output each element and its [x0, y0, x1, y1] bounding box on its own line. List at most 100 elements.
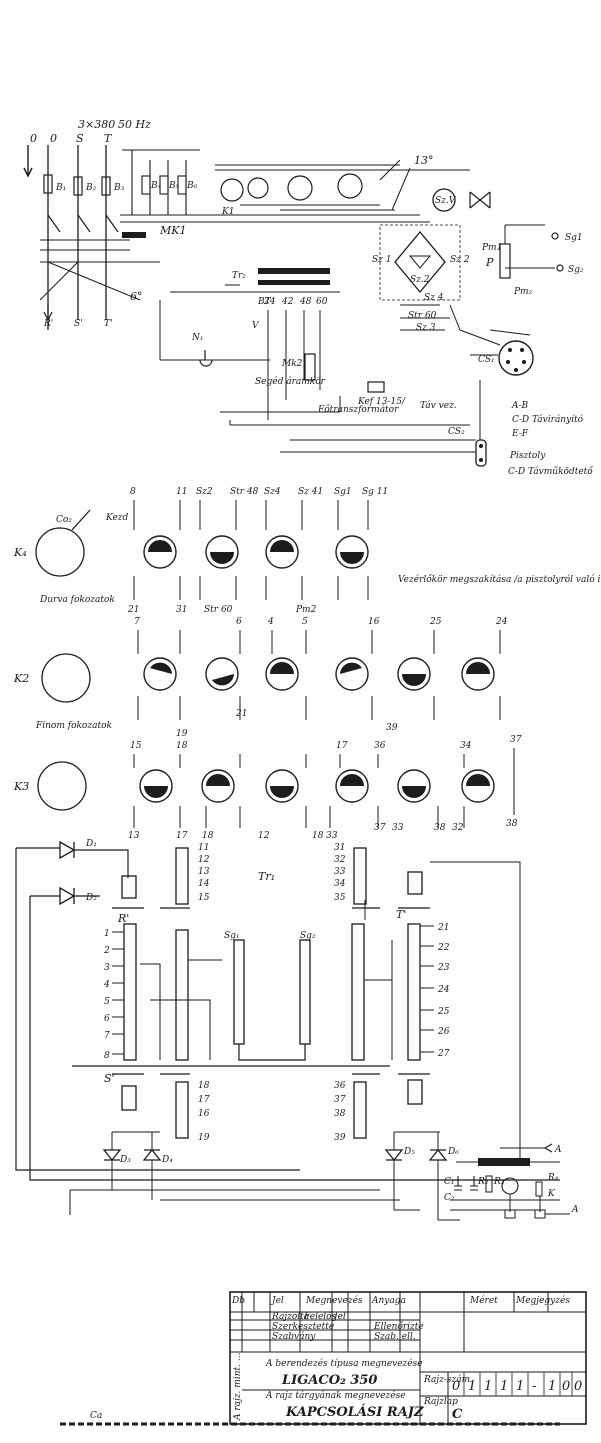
row3-bot-17: 17 [176, 831, 188, 841]
cs2-note-gun: Pisztoly [509, 451, 546, 461]
br-38: 38 [334, 1109, 346, 1119]
row1-top-sz2: Sz2 [196, 487, 213, 497]
terminal-60: 60 [316, 297, 328, 307]
strip-s-label: S' [104, 1072, 115, 1085]
input-arrow-icon [23, 145, 33, 178]
p-label: P [485, 256, 494, 269]
cam-switch-icon [461, 769, 495, 803]
terminal-strip-icon [351, 923, 365, 1061]
row1-top-sg11: Sg 11 [362, 487, 388, 497]
buzzer-icon [199, 350, 213, 367]
terminal-strip-t [407, 923, 421, 1061]
terminal-strip-icon [353, 1081, 367, 1139]
gas-valve-label: Sz.V [435, 196, 457, 206]
diode-icon [142, 1148, 162, 1161]
terminal-42: 42 [281, 297, 294, 307]
diode-icon [428, 1148, 448, 1161]
rt-33: 33 [334, 867, 346, 877]
diode-label-d6: D₆ [447, 1147, 459, 1157]
cam-switch-icon [265, 769, 299, 803]
row1-bot-pm2: Pm2 [295, 605, 317, 615]
tr1-top-13: 13 [198, 867, 210, 877]
control-break-note: Vezérlőkör megszakítása /a pisztolyról v… [398, 574, 601, 585]
resistor-icon [485, 1175, 493, 1193]
pm1-label: Pm1 [481, 243, 502, 253]
cs1-label: CS₁ [478, 355, 495, 365]
connector-cs2-icon [475, 439, 487, 467]
cam-switch-icon [397, 657, 431, 691]
k2-caption: Finom fokozatok [35, 721, 112, 731]
k-label: K [547, 1189, 556, 1199]
strip-r-label: R' [117, 912, 129, 925]
sz4-label: Sz 4 [424, 293, 444, 303]
supply-frequency: 50 Hz [118, 118, 151, 131]
cam-switch-icon [397, 769, 431, 803]
k2-knob-icon [41, 653, 91, 703]
tb-head-note: Megjegyzés [515, 1295, 570, 1306]
bl-18: 18 [198, 1081, 210, 1091]
title-block: Db Jel Megnevezés Anyaga Méret Megjegyzé… [60, 1291, 587, 1426]
k4-caption: Durva fokozatok [39, 595, 115, 605]
cam-switch-icon [143, 657, 177, 691]
phase-label-0b: 0 [50, 132, 57, 145]
strip-right-21: 21 [437, 923, 449, 933]
shunt-resistor-icon [478, 1158, 530, 1166]
row1-top-str48: Str 48 [230, 487, 259, 497]
corner-mark: Ca [90, 1411, 102, 1421]
tr1-top-11: 11 [198, 843, 209, 853]
terminal-strip-sg1 [233, 939, 245, 1045]
supply-section: 0 0 S T 3×380 50 Hz B₁ B₂ B₃ 6° R' S' T'… [23, 118, 430, 330]
tb-head-db: Db [231, 1296, 245, 1306]
tb-mark-1: Jel [332, 1312, 346, 1322]
fuse-label-b1: B₁ [55, 183, 66, 193]
strip-right-24: 24 [437, 985, 450, 995]
tb-head-jel: Jel [270, 1296, 284, 1306]
row1-top-8: 8 [130, 487, 136, 497]
supply-voltage: 3×380 [78, 118, 115, 131]
drawing-no-6: 1 [548, 1379, 556, 1394]
n1-label: N₁ [191, 333, 203, 343]
cam-switch-icon [335, 657, 369, 691]
rt-35: 35 [334, 893, 346, 903]
row1-top-11: 11 [176, 487, 187, 497]
drawing-no-4: 1 [516, 1379, 524, 1394]
strip-left-6: 6 [104, 1014, 110, 1024]
resistor-icon [535, 1181, 543, 1197]
terminal-strip-r [123, 923, 137, 1061]
cap-c1-label: C₁ [444, 1177, 455, 1187]
pm2-label: Pm₂ [513, 287, 533, 297]
fuse-label-b5: B₅ [168, 181, 180, 191]
block-icon [407, 1079, 423, 1105]
v-label: V [252, 321, 260, 331]
bl-17: 17 [198, 1095, 210, 1105]
rt-32: 32 [334, 855, 346, 865]
rectifier-bridge-icon [394, 230, 446, 294]
cam-switch-icon [335, 535, 369, 569]
k1-label: K1 [221, 207, 234, 217]
mk2-label: Mk2 [281, 359, 303, 369]
cam-switch-icon [335, 769, 369, 803]
row2-bot-21: 21 [235, 709, 247, 719]
diode-label-d2: D₂ [85, 893, 97, 903]
cs2-note-remote: C-D Távműködtető [508, 466, 593, 477]
sg2-out-label: Sg₂ [568, 265, 584, 275]
row3-bot-33b: 33 [392, 823, 404, 833]
row3-bot-38b: 38 [506, 819, 518, 829]
main-transformer-label: Főtranszformátor [317, 404, 399, 415]
tr1-top-12: 12 [198, 855, 210, 865]
strip-left-5: 5 [104, 997, 110, 1007]
cam-switch-icon [143, 535, 177, 569]
row3-bot-12: 12 [258, 831, 270, 841]
cam-switch-icon [201, 769, 235, 803]
rt-34: 34 [334, 879, 346, 889]
switch-row-1: 8 11 Sz2 Str 48 Sz4 Sz 41 Sg1 Sg 11 21 3… [127, 487, 388, 615]
tb-role-3: Szabvány [272, 1331, 316, 1342]
cs2-label: CS₂ [448, 427, 465, 437]
subject-value: KAPCSOLÁSI RAJZ [285, 1404, 424, 1420]
valve-icon [469, 191, 491, 209]
row2-bot-19: 19 [176, 729, 188, 739]
row3-top-15: 15 [130, 741, 142, 751]
tb-mark-2: Ellenőrizte [373, 1321, 424, 1332]
kef-label: Kef 13-15/ [357, 397, 406, 407]
